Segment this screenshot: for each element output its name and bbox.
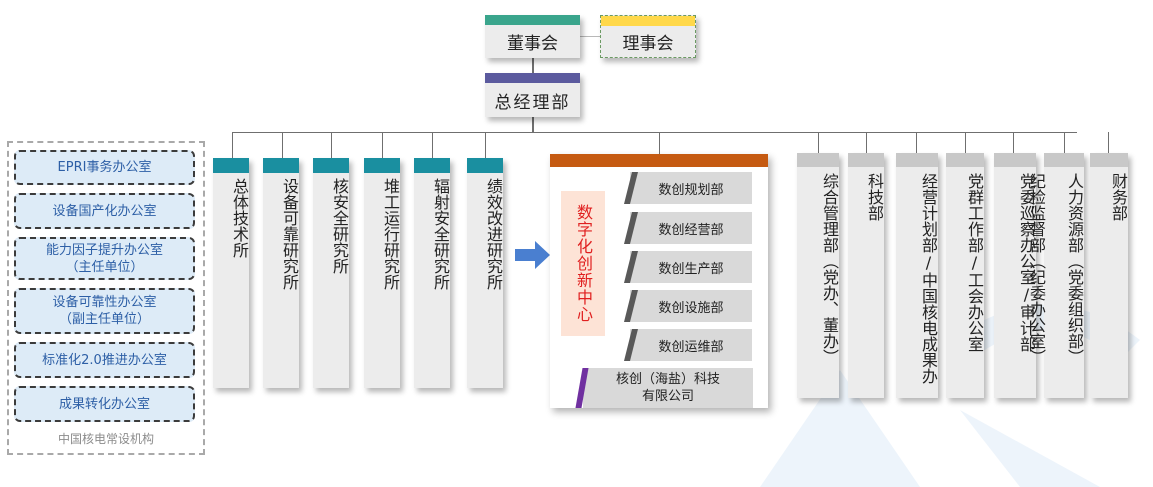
left-panel-item-label: 成果转化办公室: [58, 396, 150, 412]
left-panel-item: 标准化2.0推进办公室: [14, 342, 195, 378]
institute-label: 绩效改进研究所: [484, 178, 503, 290]
institute-column: 绩效改进研究所: [467, 158, 503, 388]
department-label: 财务部: [1109, 173, 1128, 221]
department-label: 综合管理部（党办、董办）: [820, 173, 839, 365]
department-column: 纪检监督部（纪委办公室）: [1014, 153, 1046, 398]
department-label: 科技部: [865, 173, 884, 221]
institute-bar: [213, 158, 249, 173]
department-column: 经营计划部/中国核电成果办: [896, 153, 938, 398]
connector-line: [1013, 132, 1014, 153]
institute-label: 总体技术所: [230, 178, 249, 258]
department-column: 综合管理部（党办、董办）: [797, 153, 839, 398]
left-panel-item-label: 设备可靠性办公室 （副主任单位）: [52, 295, 157, 327]
institute-bar: [467, 158, 503, 173]
institute-label: 堆工运行研究所: [381, 178, 400, 290]
council-box: 理事会: [600, 15, 696, 58]
department-bar: [848, 153, 884, 167]
left-panel-caption: 中国核电常设机构: [57, 432, 154, 446]
center-department-label: 数创设施部: [658, 300, 724, 316]
institute-column: 核安全研究所: [313, 158, 349, 388]
general-manager-box: 总经理部: [485, 73, 580, 117]
department-column: 党群工作部/工会办公室: [946, 153, 984, 398]
institute-bar: [313, 158, 349, 173]
connector-line: [965, 132, 966, 153]
connector-line: [866, 132, 867, 153]
left-panel-item: 设备可靠性办公室 （副主任单位）: [14, 288, 195, 334]
connector-line: [432, 132, 433, 158]
center-department: 数创规划部: [624, 172, 752, 204]
department-column: 科技部: [848, 153, 884, 398]
center-department-label: 数创经营部: [658, 222, 724, 238]
center-bar: [550, 154, 768, 167]
left-panel-item-label: 能力因子提升办公室 （主任单位）: [45, 242, 163, 275]
department-bar: [946, 153, 984, 167]
department-label: 纪检监督部（纪委办公室）: [1027, 173, 1046, 365]
council-bar: [601, 16, 695, 26]
left-panel-item: 设备国产化办公室: [14, 193, 195, 229]
connector-line: [485, 132, 486, 158]
department-column: 人力资源部（党委组织部）: [1044, 153, 1084, 398]
arrow-right-icon: [515, 241, 550, 269]
institute-label: 设备可靠研究所: [280, 178, 299, 290]
left-panel-item-label: 标准化2.0推进办公室: [42, 352, 167, 368]
center-department: 数创设施部: [624, 290, 752, 322]
department-label: 人力资源部（党委组织部）: [1065, 173, 1084, 365]
center-department-label: 数创运维部: [658, 339, 724, 355]
department-column: 党委巡察办公室/审计部: [994, 153, 1036, 398]
center-department: 数创运维部: [624, 329, 752, 361]
connector-line: [532, 58, 534, 73]
council-label: 理事会: [622, 34, 674, 54]
connector-line: [1064, 132, 1065, 153]
connector-line: [382, 132, 383, 158]
standing-bodies-frame: [7, 141, 205, 455]
department-label: 党委巡察办公室/审计部: [1017, 173, 1036, 352]
connector-line: [580, 36, 600, 37]
institute-label: 核安全研究所: [330, 178, 349, 274]
board-bar: [485, 15, 580, 25]
left-panel-item-label: EPRI事务办公室: [57, 160, 152, 175]
left-panel-item-label: 设备国产化办公室: [52, 203, 157, 219]
department-bar: [1044, 153, 1084, 167]
company-line1: 核创（海盐）科技: [615, 372, 720, 387]
institute-column: 辐射安全研究所: [414, 158, 450, 388]
center-title: 数字化创新中心: [561, 191, 605, 336]
connector-line: [232, 132, 233, 158]
center-department: 数创生产部: [624, 251, 752, 283]
center-department-label: 数创生产部: [658, 261, 724, 277]
connector-line: [659, 132, 660, 154]
department-bar: [994, 153, 1036, 167]
department-bar: [1090, 153, 1128, 167]
subsidiary-company-box: 核创（海盐）科技 有限公司: [575, 368, 753, 408]
connector-line: [916, 132, 917, 153]
left-panel-item: 能力因子提升办公室 （主任单位）: [14, 237, 195, 280]
institute-bar: [263, 158, 299, 173]
gm-label: 总经理部: [494, 92, 571, 113]
connector-line: [1108, 132, 1109, 153]
connector-line: [532, 117, 534, 133]
department-label: 经营计划部/中国核电成果办: [919, 173, 938, 384]
gm-bar: [485, 73, 580, 83]
connector-line: [232, 132, 1077, 133]
institute-label: 辐射安全研究所: [431, 178, 450, 290]
center-department-label: 数创规划部: [658, 182, 724, 198]
institute-column: 设备可靠研究所: [263, 158, 299, 388]
company-line2: 有限公司: [641, 389, 694, 404]
department-bar: [896, 153, 938, 167]
connector-line: [818, 132, 819, 153]
board-of-directors-box: 董事会: [485, 15, 580, 58]
department-bar: [797, 153, 839, 167]
board-label: 董事会: [507, 34, 558, 54]
department-label: 党群工作部/工会办公室: [965, 173, 984, 352]
institute-bar: [414, 158, 450, 173]
institute-column: 堆工运行研究所: [364, 158, 400, 388]
left-panel-item: 成果转化办公室: [14, 386, 195, 422]
left-panel-item: EPRI事务办公室: [14, 150, 195, 185]
institute-bar: [364, 158, 400, 173]
connector-line: [282, 132, 283, 158]
department-column: 财务部: [1090, 153, 1128, 398]
connector-line: [331, 132, 332, 158]
institute-column: 总体技术所: [213, 158, 249, 388]
center-department: 数创经营部: [624, 212, 752, 244]
